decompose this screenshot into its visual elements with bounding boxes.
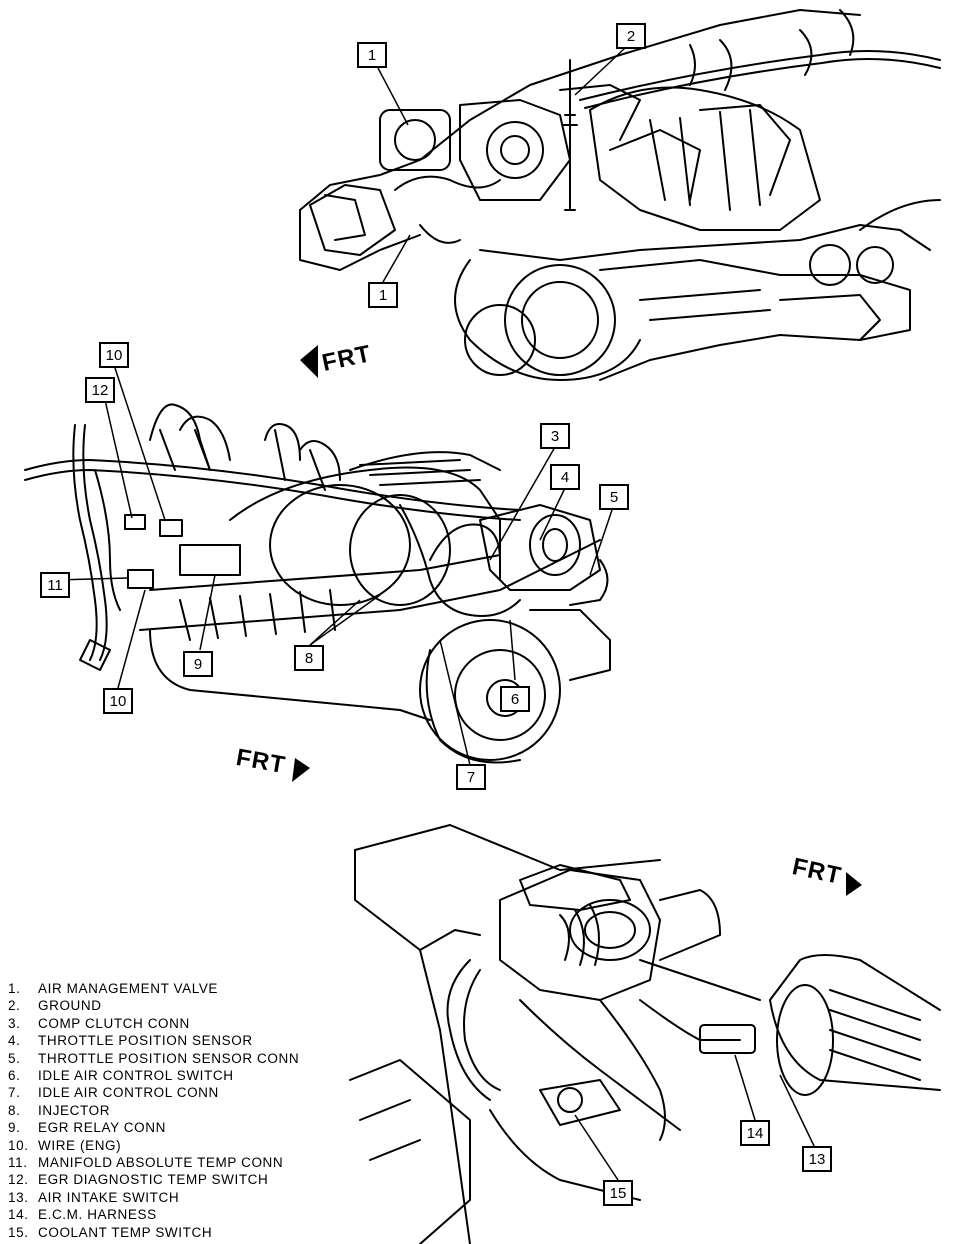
callout-14: 14 <box>740 1120 770 1146</box>
legend-number: 3. <box>8 1015 21 1031</box>
legend-item: 6. IDLE AIR CONTROL SWITCH <box>8 1067 299 1084</box>
legend-text: AIR MANAGEMENT VALVE <box>38 981 219 996</box>
legend-number: 6. <box>8 1068 21 1084</box>
callout-7: 7 <box>456 764 486 790</box>
callout-10-lower: 10 <box>103 688 133 714</box>
legend-item: 12. EGR DIAGNOSTIC TEMP SWITCH <box>8 1171 299 1188</box>
legend-text: MANIFOLD ABSOLUTE TEMP CONN <box>38 1155 284 1171</box>
legend-number: 11. <box>8 1155 28 1171</box>
legend-number: 9. <box>8 1120 21 1136</box>
legend-item: 3. COMP CLUTCH CONN <box>8 1015 299 1032</box>
legend-text: WIRE (ENG) <box>38 1137 122 1153</box>
bottom-engine-view <box>349 824 941 1244</box>
legend-text: COMP CLUTCH CONN <box>38 1015 190 1031</box>
callout-10-upper: 10 <box>99 342 129 368</box>
legend-text: EGR RELAY CONN <box>38 1120 166 1136</box>
top-engine-view <box>299 9 941 381</box>
legend-number: 2. <box>8 998 21 1014</box>
callout-9: 9 <box>183 651 213 677</box>
legend-item: 5. THROTTLE POSITION SENSOR CONN <box>8 1050 299 1067</box>
callout-11: 11 <box>40 572 70 598</box>
legend-number: 8. <box>8 1102 21 1118</box>
legend-item: 13. AIR INTAKE SWITCH <box>8 1189 299 1206</box>
legend-item: 2. GROUND <box>8 997 299 1014</box>
leader-lines <box>54 47 816 1181</box>
legend-item: 4. THROTTLE POSITION SENSOR <box>8 1032 299 1049</box>
legend-item: 10. WIRE (ENG) <box>8 1137 299 1154</box>
legend-text: THROTTLE POSITION SENSOR <box>38 1033 253 1049</box>
component-legend: 1. AIR MANAGEMENT VALVE 2. GROUND 3. COMP C… <box>8 980 299 1241</box>
legend-text: GROUND <box>38 998 102 1014</box>
callout-4: 4 <box>550 464 580 490</box>
frt-arrows <box>292 345 862 896</box>
legend-number: 4. <box>8 1033 21 1049</box>
legend-item: 1. AIR MANAGEMENT VALVE <box>8 980 299 997</box>
legend-number: 1. <box>8 981 21 996</box>
legend-text: THROTTLE POSITION SENSOR CONN <box>38 1050 300 1066</box>
frt-arrow-bottom <box>846 872 862 896</box>
callout-3: 3 <box>540 423 570 449</box>
legend-text: IDLE AIR CONTROL CONN <box>38 1085 219 1101</box>
legend-number: 13. <box>8 1189 29 1205</box>
legend-item: 7. IDLE AIR CONTROL CONN <box>8 1084 299 1101</box>
legend-number: 7. <box>8 1085 21 1101</box>
legend-number: 10. <box>8 1137 29 1153</box>
frt-arrow-middle <box>292 758 310 782</box>
legend-number: 14. <box>8 1207 29 1223</box>
callout-8: 8 <box>294 645 324 671</box>
legend-text: E.C.M. HARNESS <box>38 1207 157 1223</box>
legend-item: 15. COOLANT TEMP SWITCH <box>8 1224 299 1241</box>
legend-text: COOLANT TEMP SWITCH <box>38 1224 213 1240</box>
frt-arrow-top <box>300 345 318 378</box>
legend-text: INJECTOR <box>38 1102 111 1118</box>
legend-number: 15. <box>8 1224 29 1240</box>
legend-item: 9. EGR RELAY CONN <box>8 1119 299 1136</box>
legend-number: 5. <box>8 1050 21 1066</box>
legend-item: 8. INJECTOR <box>8 1102 299 1119</box>
callout-12: 12 <box>85 377 115 403</box>
callout-15: 15 <box>603 1180 633 1206</box>
legend-text: AIR INTAKE SWITCH <box>38 1189 180 1205</box>
middle-engine-view <box>24 403 611 764</box>
callout-2: 2 <box>616 23 646 49</box>
callout-1-top: 1 <box>357 42 387 68</box>
legend-item: 14. E.C.M. HARNESS <box>8 1206 299 1223</box>
callout-5: 5 <box>599 484 629 510</box>
legend-number: 12. <box>8 1172 29 1188</box>
callout-6: 6 <box>500 686 530 712</box>
legend-text: EGR DIAGNOSTIC TEMP SWITCH <box>38 1172 269 1188</box>
legend-text: IDLE AIR CONTROL SWITCH <box>38 1068 234 1084</box>
legend-item: 11. MANIFOLD ABSOLUTE TEMP CONN <box>8 1154 299 1171</box>
callout-13: 13 <box>802 1146 832 1172</box>
callout-1-lower: 1 <box>368 282 398 308</box>
